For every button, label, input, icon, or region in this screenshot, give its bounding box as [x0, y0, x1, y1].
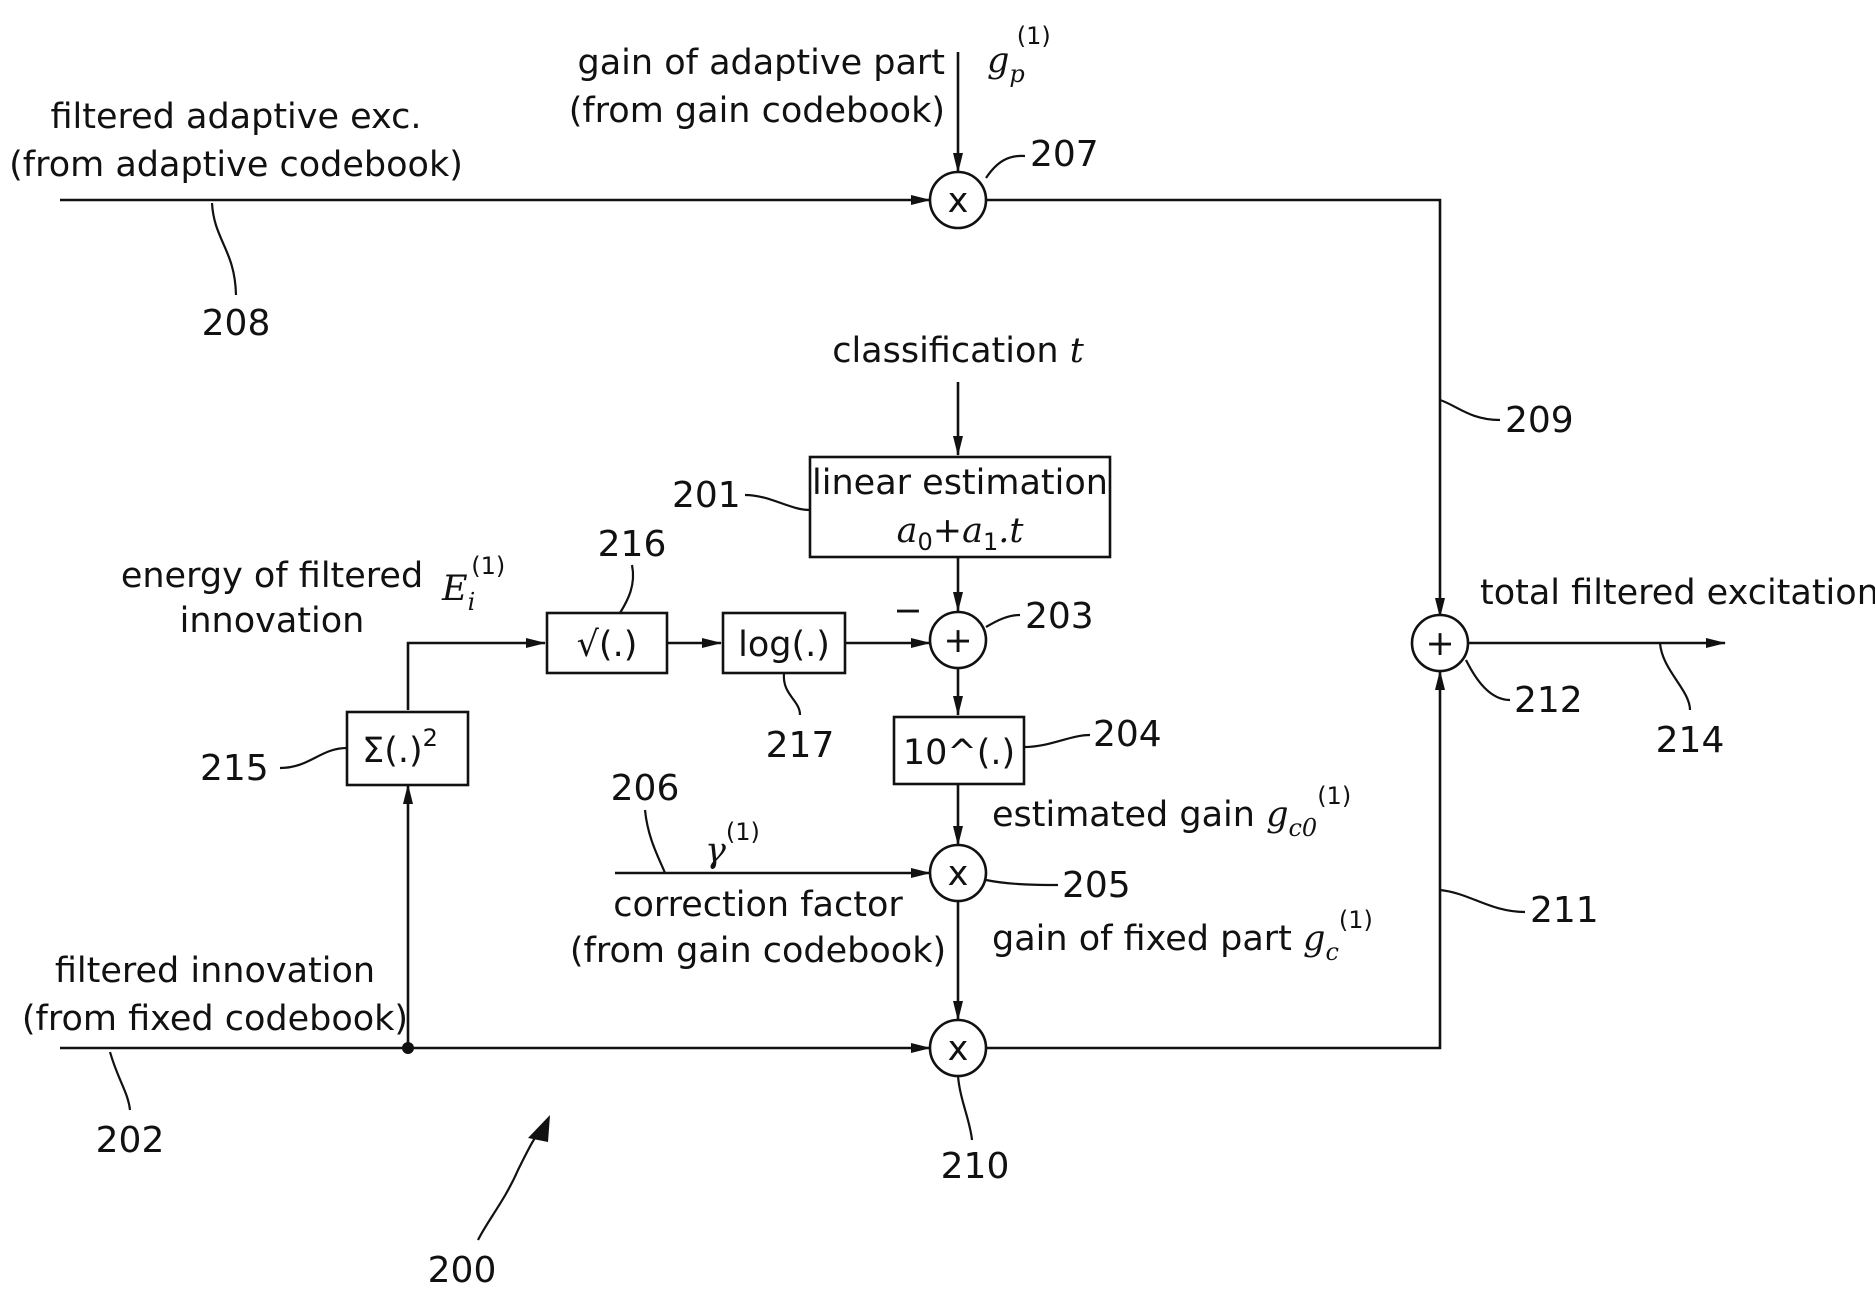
adaptive-exc-label-2: (from adaptive codebook): [9, 145, 463, 185]
leader-212: [1466, 660, 1510, 700]
adder-203: +: [930, 612, 986, 668]
adaptive-exc-label-1: filtered adaptive exc.: [50, 97, 421, 137]
correction-label-2: (from gain codebook): [570, 931, 946, 971]
energy-label-2: innovation: [180, 601, 365, 641]
ref-205: 205: [1062, 865, 1131, 906]
ei-symbol: Ei(1): [441, 552, 505, 616]
ref-217: 217: [766, 725, 835, 766]
pow10-block-label: 10^(.): [903, 733, 1015, 773]
arrowhead-200: [528, 1115, 550, 1142]
leader-201: [745, 495, 810, 510]
gamma-symbol: γ(1): [705, 818, 760, 871]
adder-203-symbol: +: [943, 621, 972, 661]
adder-212: +: [1412, 615, 1468, 671]
classification-label: classification t: [832, 331, 1085, 371]
leader-200: [478, 1125, 545, 1240]
ref-209: 209: [1505, 400, 1574, 441]
ref-210: 210: [941, 1146, 1010, 1187]
linear-estimation-formula: a0+a1.t: [897, 511, 1025, 556]
ref-212: 212: [1514, 680, 1583, 721]
wire-215-to-216: [408, 643, 545, 710]
leader-210: [958, 1076, 972, 1140]
estimated-gain-label: estimated gain gc0(1): [992, 782, 1351, 842]
ref-215: 215: [200, 748, 269, 789]
ref-206: 206: [611, 768, 680, 809]
log-block-label: log(.): [738, 625, 830, 665]
leader-202: [110, 1052, 130, 1110]
ref-203: 203: [1025, 596, 1094, 637]
leader-209: [1440, 400, 1500, 420]
ref-200: 200: [428, 1250, 497, 1291]
ref-201: 201: [672, 475, 741, 516]
ref-202: 202: [96, 1120, 165, 1161]
ref-216: 216: [598, 524, 667, 565]
ref-207: 207: [1030, 134, 1099, 175]
multiplier-210-symbol: x: [948, 1029, 969, 1069]
multiplier-210: x: [930, 1020, 986, 1076]
wire-211: [986, 671, 1440, 1048]
gain-adaptive-label-1: gain of adaptive part: [578, 43, 945, 83]
linear-estimation-title: linear estimation: [812, 463, 1108, 503]
multiplier-205-symbol: x: [948, 854, 969, 894]
innovation-label-1: filtered innovation: [55, 951, 375, 991]
energy-label-1: energy of filtered: [121, 556, 423, 596]
leader-204: [1024, 735, 1090, 747]
leader-207: [986, 156, 1025, 178]
multiplier-205: x: [930, 845, 986, 901]
multiplier-207-symbol: x: [948, 181, 969, 221]
ref-211: 211: [1530, 890, 1599, 931]
leader-217: [784, 673, 800, 715]
leader-205: [986, 880, 1058, 885]
correction-label-1: correction factor: [613, 885, 903, 925]
minus-sign: −: [893, 591, 922, 631]
leader-206: [645, 810, 665, 873]
leader-215: [280, 748, 347, 768]
gain-fixed-label: gain of fixed part gc(1): [992, 906, 1373, 966]
leader-216: [620, 565, 633, 613]
ref-214: 214: [1656, 720, 1725, 761]
gp-symbol: gp(1): [987, 22, 1051, 88]
leader-208: [212, 203, 236, 295]
gain-adaptive-label-2: (from gain codebook): [569, 91, 945, 131]
leader-214: [1660, 643, 1690, 710]
adder-212-symbol: +: [1425, 624, 1454, 664]
multiplier-207: x: [930, 172, 986, 228]
innovation-label-2: (from fixed codebook): [22, 999, 408, 1039]
sqrt-block-label: √(.): [577, 625, 638, 665]
leader-211: [1440, 890, 1525, 912]
ref-204: 204: [1093, 714, 1162, 755]
total-exc-label: total filtered excitation: [1480, 573, 1875, 613]
ref-208: 208: [202, 303, 271, 344]
leader-203: [986, 615, 1020, 627]
